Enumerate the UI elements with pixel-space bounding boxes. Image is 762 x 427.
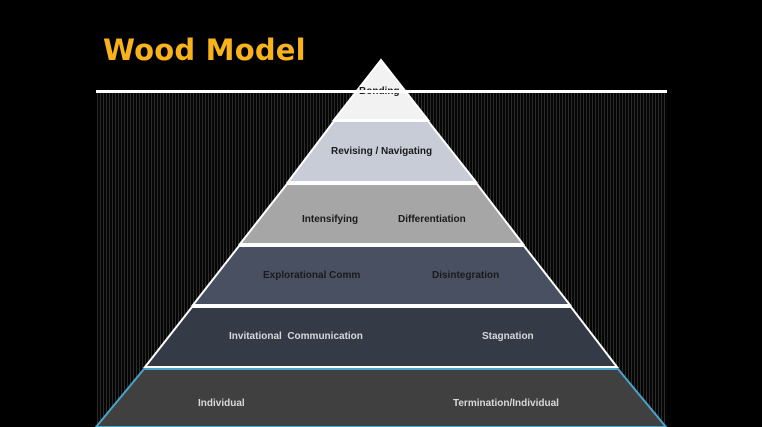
pyramid-level-intensifying [237, 183, 526, 245]
label-individual: Individual [198, 398, 245, 409]
label-disintegration: Disintegration [432, 270, 500, 281]
pyramid-level-explorational [190, 245, 573, 306]
pyramid-level-revising [285, 120, 479, 183]
label-termination-individual: Termination/Individual [453, 398, 559, 409]
label-revising-navigating: Revising / Navigating [331, 146, 433, 157]
label-stagnation: Stagnation [482, 331, 534, 342]
label-invitational-communication: Invitational Communication [229, 331, 363, 342]
label-explorational-comm: Explorational Comm [263, 270, 361, 281]
slide-title: Wood Model [103, 33, 306, 67]
pyramid-level-individual [94, 368, 668, 427]
title-divider-line [96, 90, 667, 93]
label-intensifying: Intensifying [302, 214, 359, 225]
pyramid-level-invitational [142, 306, 620, 368]
label-differentiation: Differentiation [398, 214, 466, 225]
